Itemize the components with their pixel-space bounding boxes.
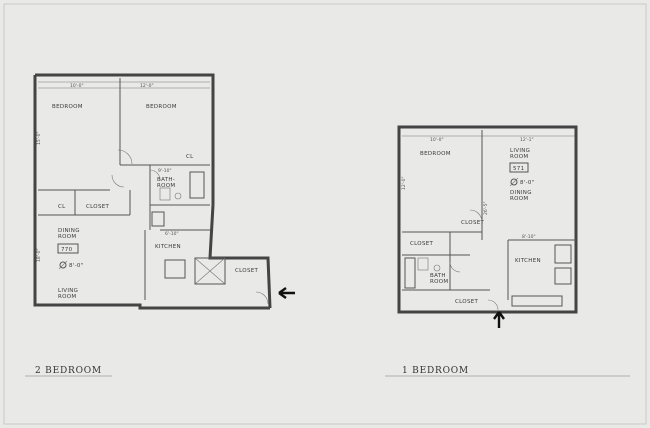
kitchen-counter bbox=[194, 257, 226, 285]
exterior-wall-east bbox=[208, 204, 272, 309]
ceiling-diameter-icon-1br bbox=[510, 178, 518, 186]
label-bath-line1-1br: BATH bbox=[430, 273, 446, 279]
label-living-line2: ROOM bbox=[58, 294, 76, 300]
caption-two-bedroom: 2 BEDROOM bbox=[35, 366, 102, 376]
dim-bath: 9'-10" bbox=[158, 168, 172, 174]
ceiling-diameter-slash-1br bbox=[509, 177, 519, 187]
kitchen-counter-1br bbox=[511, 295, 563, 307]
label-dining-line1-1br: DINING bbox=[510, 190, 532, 196]
label-closet-right: CLOSET bbox=[235, 268, 259, 274]
door-swing-entry bbox=[255, 291, 269, 305]
label-bath-line2: ROOM bbox=[157, 183, 175, 189]
dim-top-a-1br: 10'-0" bbox=[430, 137, 444, 143]
bath-sink-1br bbox=[433, 264, 441, 272]
label-kitchen: KITCHEN bbox=[155, 244, 181, 250]
dim-left-1br: 12'-0" bbox=[401, 176, 407, 190]
label-closet-mid: CLOSET bbox=[86, 204, 110, 210]
dim-kitchen-1br: 8'-10" bbox=[522, 234, 536, 240]
toilet-1br bbox=[417, 257, 429, 271]
door-swing-bedroom-1br bbox=[469, 209, 483, 223]
door-swing-bath-1br bbox=[449, 261, 461, 273]
label-kitchen-1br: KITCHEN bbox=[515, 258, 541, 264]
label-dining-line2-1br: ROOM bbox=[510, 196, 528, 202]
sheet-border bbox=[3, 3, 647, 425]
range-1br bbox=[554, 267, 572, 285]
label-living-line2-1br: ROOM bbox=[510, 154, 528, 160]
sqft-box-1br bbox=[509, 162, 529, 173]
label-ceiling-1br: 8'-0" bbox=[520, 180, 535, 186]
dim-top-a: 10'-0" bbox=[70, 83, 84, 89]
label-closet-c-1br: CLOSET bbox=[455, 299, 479, 305]
caption-one-bedroom: 1 BEDROOM bbox=[402, 366, 469, 376]
label-bath-line2-1br: ROOM bbox=[430, 279, 448, 285]
dim-left-b: 18'-0" bbox=[36, 248, 42, 262]
ceiling-diameter-slash bbox=[58, 260, 68, 270]
dim-top-b-1br: 12'-1" bbox=[520, 137, 534, 143]
exterior-wall-left-bottom bbox=[33, 75, 270, 310]
label-ceiling: 8'-0" bbox=[69, 263, 84, 269]
label-dining-line2: ROOM bbox=[58, 234, 76, 240]
two-bedroom-plan: 10'-0" 12'-0" 15'-0" 18'-0" 9 bbox=[25, 73, 295, 377]
bathtub-1br bbox=[404, 257, 416, 289]
entry-arrow-icon bbox=[278, 287, 295, 299]
label-sqft-1br: 571 bbox=[513, 166, 524, 172]
label-living-line1-1br: LIVING bbox=[510, 148, 530, 154]
label-closet-a-1br: CLOSET bbox=[410, 241, 434, 247]
sqft-box bbox=[57, 243, 79, 254]
bathtub bbox=[189, 171, 205, 199]
toilet bbox=[159, 187, 171, 201]
label-bedroom-a: BEDROOM bbox=[52, 104, 83, 110]
exterior-wall-top-right bbox=[35, 73, 215, 205]
refrigerator-1br bbox=[554, 244, 572, 264]
dim-left-a: 15'-0" bbox=[36, 131, 42, 145]
label-bedroom-b: BEDROOM bbox=[146, 104, 177, 110]
label-bath-line1: BATH- bbox=[157, 177, 175, 183]
door-swing-hall bbox=[149, 169, 161, 181]
door-swing-bath bbox=[111, 174, 125, 188]
bath-sink bbox=[174, 192, 182, 200]
dim-kitchen: 6'-10" bbox=[165, 231, 179, 237]
kitchen-sink-cabinet bbox=[164, 259, 186, 279]
label-living-line1: LIVING bbox=[58, 288, 78, 294]
label-dining-line1: DINING bbox=[58, 228, 80, 234]
label-bedroom-1br: BEDROOM bbox=[420, 151, 451, 157]
counter-cross-2 bbox=[194, 257, 226, 285]
one-bedroom-plan: 10'-0" 12'-1" 12'-0" 26'-5" 8'-10" BEDRO… bbox=[385, 125, 630, 377]
exterior-wall-1br bbox=[397, 125, 578, 314]
dim-top-b: 12'-0" bbox=[140, 83, 154, 89]
label-closet-b-1br: CLOSET bbox=[461, 220, 485, 226]
entry-arrow-icon-1br bbox=[493, 311, 505, 328]
door-swing-entry-1br bbox=[487, 299, 499, 311]
label-sqft: 770 bbox=[61, 247, 73, 253]
label-cl-right: CL bbox=[186, 154, 194, 160]
door-swing-bed-b bbox=[117, 149, 133, 165]
dim-mid-1br: 26'-5" bbox=[483, 201, 489, 215]
ceiling-diameter-icon bbox=[59, 261, 67, 269]
kitchen-range bbox=[151, 211, 165, 227]
label-cl-left: CL bbox=[58, 204, 66, 210]
